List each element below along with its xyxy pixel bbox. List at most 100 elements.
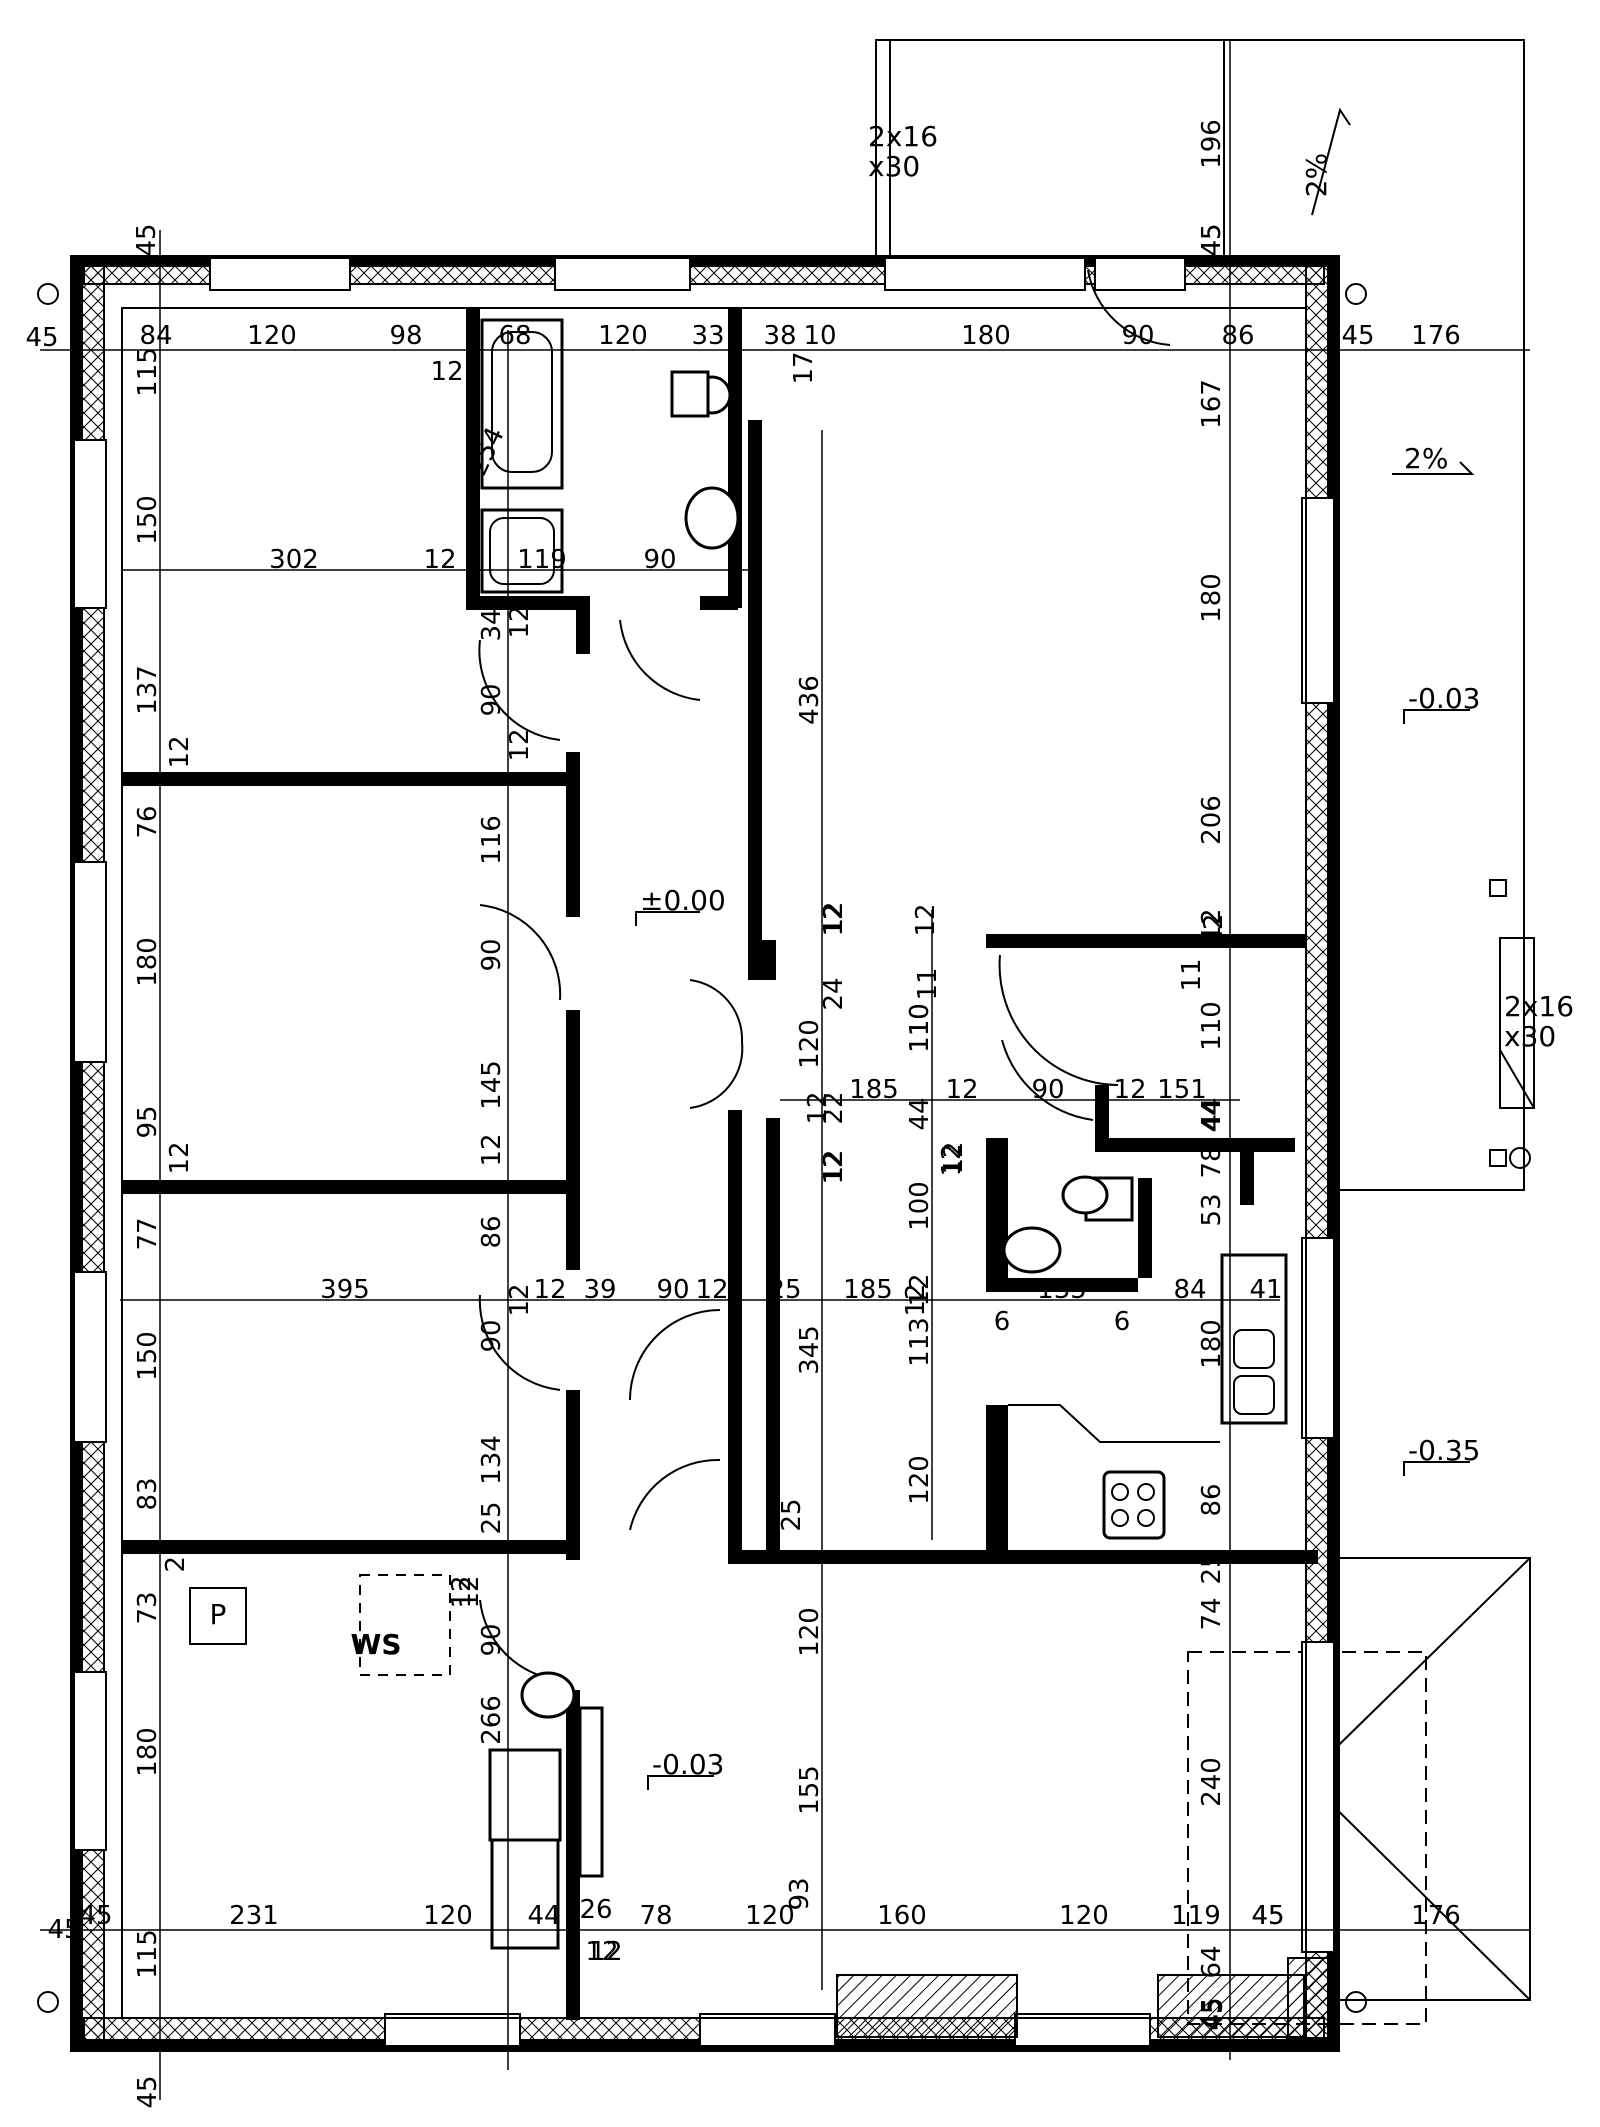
dim-395-3: 39 [583,1275,616,1305]
symbol-p: P [210,1598,227,1631]
dim-12-j: 12 [455,1575,485,1608]
dim-mid-7: 345 [795,1325,825,1375]
dim-mid-10: 155 [795,1765,825,1815]
dim-bottom-12: 176 [1411,1901,1461,1931]
dim-top-8: 10 [803,321,836,351]
level-bottom-room: -0.03 [652,1748,724,1781]
dim-left-8: 150 [133,1331,163,1381]
dim-left-11: 180 [133,1727,163,1777]
dim-center-1: 110 [905,1003,935,1053]
room-symbols: P WS [210,1598,402,1661]
dim-inner-13: 90 [477,1623,507,1656]
dim-185-5: 151 [1157,1075,1207,1105]
dim-bottom-2: 231 [229,1901,279,1931]
steps-top-line2: x30 [868,150,920,183]
dim-top-3: 98 [389,321,422,351]
dim-12-f: 12 [819,1149,849,1182]
dim-185-10: 12 [803,1091,833,1124]
dim-right-2: 45 [1197,223,1227,256]
dim-inner-8: 86 [477,1215,507,1248]
dim-bottom-4: 44 [527,1901,560,1931]
dim-right-9: 78 [1197,1145,1227,1178]
dim-185-8: 110 [905,1003,935,1053]
dim-center-5: 113 [905,1317,935,1367]
dim-top-misc-3: 45 [1197,223,1227,256]
dim-left-6: 95 [133,1105,163,1138]
dim-inner-6: 145 [477,1060,507,1110]
dim-395-2: 12 [533,1275,566,1305]
dim-right-12: 86 [1197,1483,1227,1516]
dim-top-4: 68 [498,321,531,351]
dim-top-5: 120 [598,321,648,351]
level-marks: ±0.00 -0.03 -0.35 -0.03 [635,682,1480,1790]
dim-185-3: 90 [1031,1075,1064,1105]
dim-right-7: 110 [1197,1001,1227,1051]
dim-right-11: 180 [1197,1319,1227,1369]
dim-left-12: 115 [133,1929,163,1979]
dim-395-10: 6 [994,1307,1011,1337]
dim-302-90: 90 [643,545,676,575]
dim-302: 302 [269,545,319,575]
dim-mid-3: 24 [819,977,849,1010]
dim-center-4: 12 [905,1273,935,1306]
outer-walls [70,255,1340,2052]
symbol-ws: WS [350,1628,401,1661]
bathtub [480,318,564,594]
slope-marks: 2% 2% [1300,107,1475,475]
dim-bottom-3: 120 [423,1901,473,1931]
dim-right-1: 196 [1197,119,1227,169]
dim-12-e: 12 [819,901,849,934]
dim-395-7: 185 [843,1275,893,1305]
dim-left-14: 25 [161,1539,191,1572]
level-right-mid: -0.35 [1408,1434,1480,1467]
dim-inner-10: 134 [477,1435,507,1485]
dim-left-3: 137 [133,665,163,715]
dim-inner-11: 25 [477,1501,507,1534]
dim-395-13: 41 [1249,1275,1282,1305]
dim-right-16: 64 [1197,1945,1227,1978]
steps-right-line1: 2x16 [1504,990,1574,1023]
dim-left-5: 180 [133,937,163,987]
dim-mid-5: 22 [819,1091,849,1124]
dim-395-11: 6 [1114,1307,1131,1337]
dim-inner-12: 12 [447,1575,477,1608]
dim-12-k: 12 [585,1937,618,1967]
level-top-right: -0.03 [1408,682,1480,715]
dim-top-9: 180 [961,321,1011,351]
dim-185-1: 185 [849,1075,899,1105]
dimension-text: 84 120 98 68 120 33 38 10 180 90 86 45 1… [25,119,1460,2108]
dim-395-5: 12 [695,1275,728,1305]
dim-12-a: 12 [165,735,195,768]
dim-right-15: 240 [1197,1757,1227,1807]
dim-inner-2: 34 [477,608,507,641]
dim-12-i: 12 [1199,913,1229,946]
dim-left-15: 45 [47,1915,80,1945]
dim-bottom-1: 45 [79,1901,112,1931]
dim-center-7: 12 [939,1141,969,1174]
dim-top-7: 38 [763,321,796,351]
dim-right-4: 180 [1197,573,1227,623]
dim-185-9: 11 [1177,958,1207,991]
slope-terrace: 2% [1300,153,1333,197]
dim-top-6: 33 [691,321,724,351]
dim-185-6: 44 [1197,1099,1227,1132]
dim-top-11: 86 [1221,321,1254,351]
dim-right-14: 74 [1197,1597,1227,1630]
dim-12-d: 12 [505,728,535,761]
dim-12-h: 12 [937,1143,967,1176]
dim-left-13: 45 [133,2075,163,2108]
dim-12-l: 12 [505,1283,535,1316]
dim-inner-4: 116 [477,815,507,865]
dim-bottom-9: 120 [1059,1901,1109,1931]
dim-right-8: 44 [1197,1097,1227,1130]
dim-bottom-11: 45 [1251,1901,1284,1931]
dim-mid-9: 120 [795,1607,825,1657]
dim-top-13: 176 [1411,321,1461,351]
dim-top-2: 120 [247,321,297,351]
dim-right-17: 45 [1197,1997,1227,2030]
dim-bottom-10: 119 [1171,1901,1221,1931]
dim-top-misc-1: 45 [25,323,58,353]
steps-right [1499,937,1535,1109]
dim-mid-6: 12 [819,1151,849,1184]
dim-inner-9: 90 [477,1319,507,1352]
